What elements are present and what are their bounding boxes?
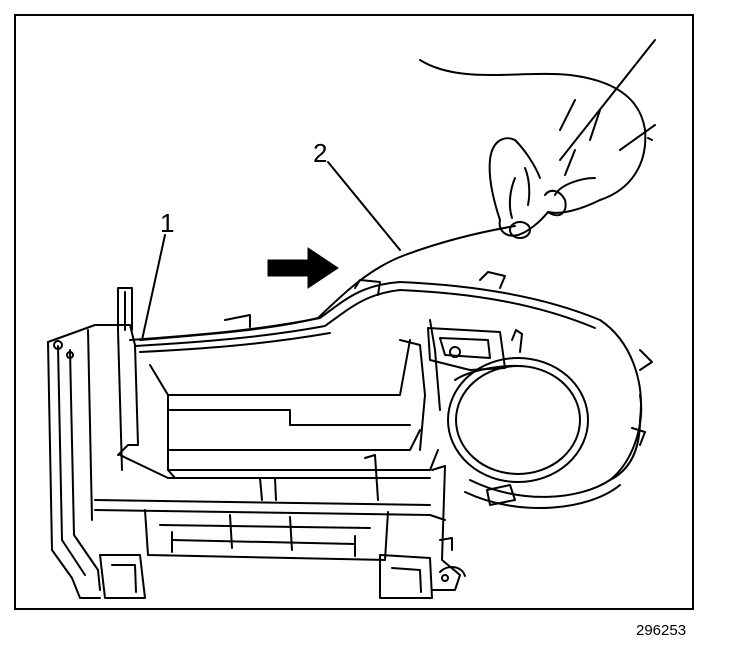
leader-line-1 — [141, 234, 166, 341]
housing-base — [94, 454, 466, 599]
blower-scroll — [447, 349, 653, 510]
filter-strap — [139, 225, 516, 341]
housing-left-end — [47, 287, 139, 599]
figure-number: 296253 — [636, 622, 687, 639]
callout-1: 1 — [160, 208, 175, 238]
leader-line-2 — [327, 161, 401, 251]
callout-2: 2 — [313, 138, 328, 168]
direction-arrow — [267, 247, 339, 289]
housing-body — [119, 271, 642, 481]
figure-border — [14, 14, 694, 610]
latch-bracket — [427, 327, 523, 371]
hand-illustration — [419, 39, 656, 239]
